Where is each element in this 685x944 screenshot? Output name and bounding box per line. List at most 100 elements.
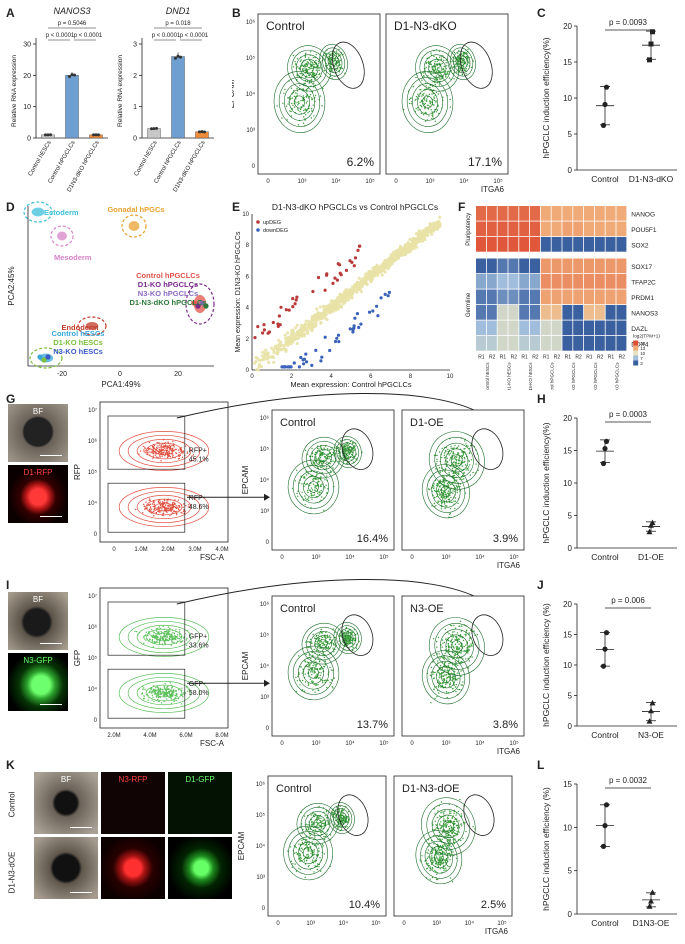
gene-point <box>365 282 369 287</box>
event-dot <box>462 62 464 64</box>
event-dot <box>432 638 435 640</box>
contour-line <box>287 45 332 92</box>
event-dot <box>166 449 168 451</box>
event-dot <box>297 495 299 497</box>
panel-letter-k: K <box>6 758 15 772</box>
event-dot <box>176 514 178 516</box>
event-dot <box>449 646 451 648</box>
contour-line <box>426 469 466 513</box>
y-tick-label: 10⁷ <box>88 593 97 600</box>
x-tick-label: 0 <box>410 741 414 747</box>
contour-line <box>440 485 451 497</box>
event-dot <box>171 447 174 450</box>
event-dot <box>166 501 168 503</box>
event-dot <box>178 451 180 454</box>
heatmap-cell <box>497 320 508 336</box>
data-point <box>602 101 608 108</box>
scale-bar <box>40 455 62 456</box>
contour-line <box>401 71 454 133</box>
event-dot <box>307 497 310 499</box>
contour-line <box>278 77 321 127</box>
event-dot <box>142 512 144 514</box>
event-dot <box>303 116 305 118</box>
x-tick-label: 10⁵ <box>493 178 503 185</box>
event-dot <box>306 474 308 476</box>
contour-line <box>458 58 465 66</box>
event-dot <box>176 635 178 638</box>
event-dot <box>149 690 151 692</box>
gate-percentage: 3.9% <box>493 533 518 545</box>
heatmap-cell <box>486 274 497 289</box>
event-dot <box>446 667 449 669</box>
event-dot <box>433 654 435 657</box>
event-dot <box>315 69 318 71</box>
event-dot <box>311 498 313 500</box>
event-dot <box>418 95 421 97</box>
legend-swatch <box>633 355 639 361</box>
event-dot <box>332 647 334 649</box>
event-dot <box>420 100 423 103</box>
p-value-label: p = 0.0003 <box>609 410 648 419</box>
contour-line <box>336 439 359 465</box>
event-dot <box>166 507 168 509</box>
gene-point <box>376 266 380 270</box>
event-dot <box>316 461 318 463</box>
event-dot <box>457 52 459 54</box>
event-dot <box>294 61 296 63</box>
y-axis-label: RFP <box>73 464 82 480</box>
contour-line <box>421 464 470 519</box>
event-dot <box>298 482 301 484</box>
event-dot <box>446 487 449 489</box>
gene-point <box>432 223 437 227</box>
gene-point <box>263 353 268 357</box>
event-dot <box>458 638 460 641</box>
event-dot <box>143 695 145 697</box>
event-dot <box>351 639 353 641</box>
event-dot <box>451 664 454 666</box>
event-dot <box>467 48 469 51</box>
event-dot <box>165 638 167 640</box>
event-dot <box>304 55 306 57</box>
event-dot <box>316 478 318 480</box>
group-label: Pluripotency <box>466 213 472 246</box>
event-dot <box>463 472 466 474</box>
event-dot <box>454 639 456 641</box>
event-dot <box>310 108 313 110</box>
event-dot <box>160 448 162 450</box>
event-dot <box>313 63 315 66</box>
event-dot <box>447 657 449 659</box>
cluster-points <box>31 207 45 217</box>
heatmap-cell <box>486 289 497 305</box>
event-dot <box>167 441 169 443</box>
heatmap-cell <box>551 206 562 221</box>
contour-line <box>291 49 327 87</box>
x-tick-label: 0 <box>280 555 284 561</box>
event-dot <box>312 98 314 100</box>
x-tick-label: 10⁵ <box>509 554 519 561</box>
event-dot <box>448 658 450 660</box>
event-dot <box>467 61 469 63</box>
event-dot <box>158 641 160 644</box>
event-dot <box>156 635 159 638</box>
up-deg-point <box>277 314 281 318</box>
event-dot <box>307 88 309 90</box>
event-dot <box>343 632 346 635</box>
event-dot <box>163 634 165 636</box>
gene-point <box>425 233 429 237</box>
event-dot <box>430 666 433 669</box>
event-dot <box>158 506 160 508</box>
event-dot <box>454 636 456 638</box>
event-dot <box>329 54 331 56</box>
heatmap-cell <box>605 289 616 305</box>
event-dot <box>299 60 302 62</box>
contour-line <box>292 651 335 695</box>
gate-ellipse <box>341 428 374 470</box>
contour-line <box>417 89 438 115</box>
event-dot <box>469 57 471 59</box>
heatmap-cell <box>584 206 594 221</box>
event-dot <box>460 460 463 462</box>
y-tick-label: 20 <box>563 414 572 423</box>
event-dot <box>451 672 453 675</box>
event-dot <box>443 502 446 504</box>
event-dot <box>306 61 308 63</box>
